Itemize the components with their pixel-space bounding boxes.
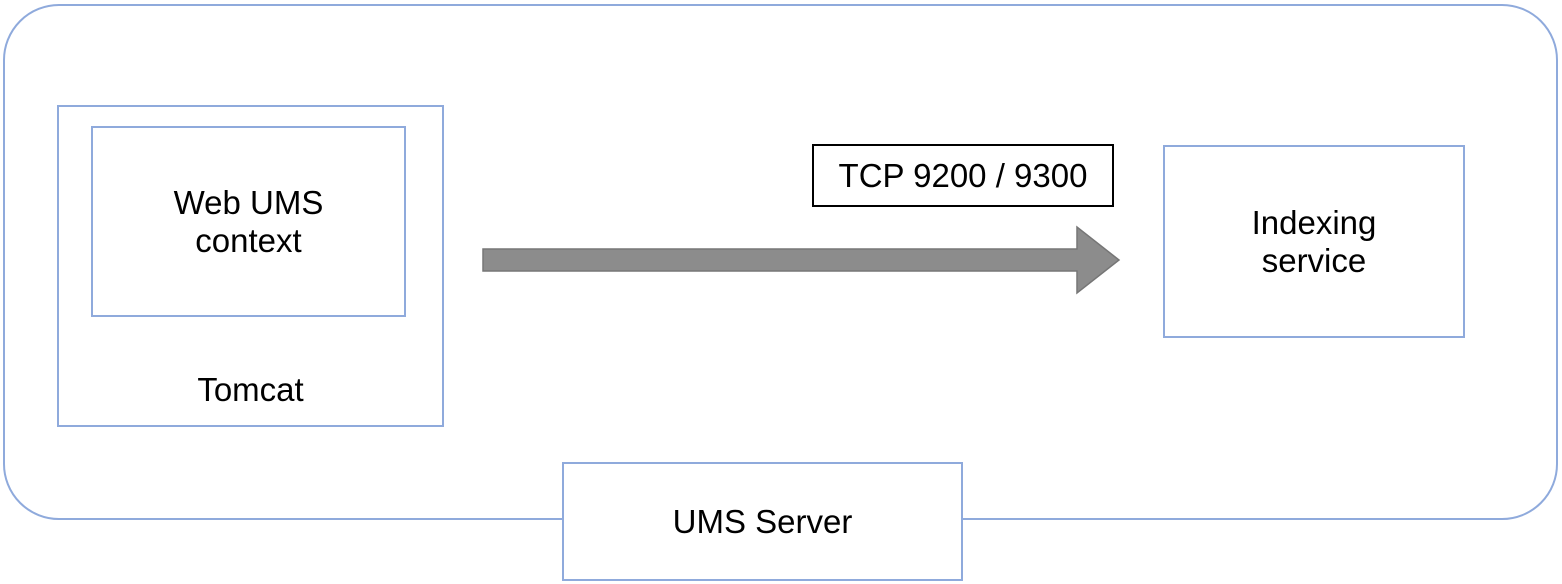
- indexing-service-label: Indexing service: [1251, 203, 1377, 279]
- tomcat-label: Tomcat: [197, 371, 304, 409]
- tcp-ports-label-box: TCP 9200 / 9300: [812, 144, 1114, 207]
- web-ums-context-box: Web UMS context: [91, 126, 406, 317]
- web-ums-context-label: Web UMS context: [173, 183, 324, 259]
- ums-server-box: UMS Server: [562, 462, 963, 581]
- tomcat-box: Tomcat: [57, 105, 444, 427]
- tcp-ports-label: TCP 9200 / 9300: [838, 156, 1088, 194]
- indexing-service-box: Indexing service: [1163, 145, 1465, 338]
- ums-server-label: UMS Server: [672, 502, 853, 540]
